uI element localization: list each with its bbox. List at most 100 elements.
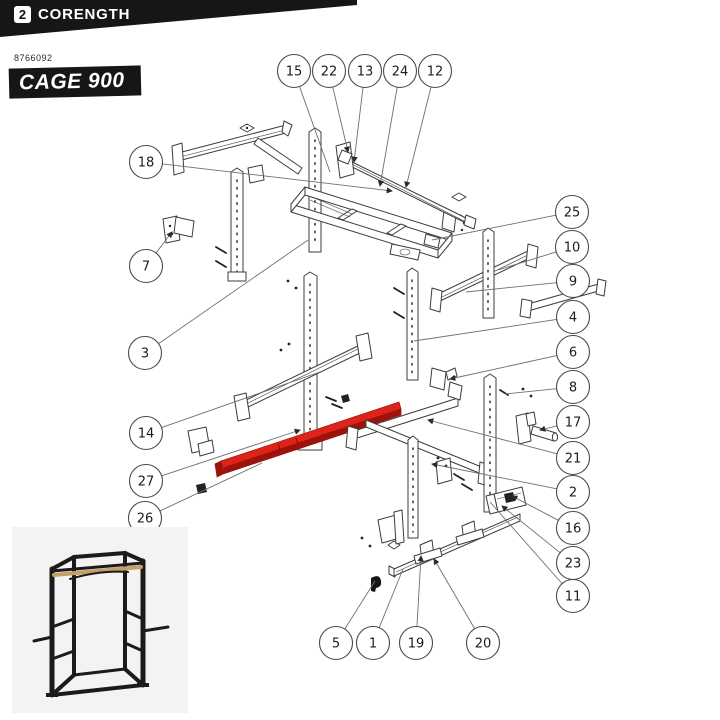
- part-hook: [371, 576, 382, 592]
- leader-line: [431, 214, 556, 241]
- part-barbell-holder-pin: [515, 411, 559, 445]
- leader-line: [158, 239, 309, 344]
- callout-number: 20: [475, 637, 492, 652]
- part-foot-plate: [377, 509, 405, 545]
- callout-number: 17: [565, 416, 582, 431]
- callout-27: 27: [128, 428, 301, 499]
- leader-line: [431, 461, 557, 490]
- callout-circle: [127, 335, 163, 371]
- callout-circle: [128, 463, 164, 499]
- leader-line: [497, 251, 557, 271]
- callout-circle: [276, 53, 312, 89]
- callout-circle: [465, 625, 501, 661]
- leader-line: [332, 86, 350, 153]
- callout-circle: [355, 625, 391, 661]
- callout-number: 2: [569, 486, 577, 501]
- callout-10: 10: [497, 229, 590, 271]
- leader-line: [155, 231, 173, 254]
- callout-1: 1: [355, 568, 404, 661]
- product-code: 8766092: [14, 53, 53, 63]
- callout-circle: [555, 299, 591, 335]
- callout-17: 17: [539, 404, 591, 440]
- callout-circle: [555, 369, 591, 405]
- callout-circle: [554, 229, 590, 265]
- leader-line: [539, 425, 558, 432]
- callout-circle: [417, 53, 453, 89]
- leader-line: [416, 555, 424, 627]
- part-upright-post: [483, 373, 497, 513]
- small-fasteners: [196, 246, 533, 548]
- leader-line: [427, 418, 558, 455]
- part-upright-post: [297, 271, 323, 451]
- part-upright-post: [227, 167, 247, 282]
- callout-2: 2: [431, 461, 591, 510]
- callout-25: 25: [431, 194, 590, 241]
- leader-line: [159, 462, 263, 512]
- callout-24: 24: [377, 53, 418, 187]
- callout-number: 26: [137, 512, 154, 527]
- leader-line: [511, 495, 559, 521]
- callout-21: 21: [427, 418, 591, 476]
- leader-line: [377, 87, 398, 187]
- callout-number: 24: [392, 65, 409, 80]
- callout-circle: [555, 263, 591, 299]
- leader-line: [489, 501, 563, 584]
- callout-circle: [128, 248, 164, 284]
- leader-line: [161, 371, 321, 428]
- callout-circle: [555, 404, 591, 440]
- callout-circle: [555, 474, 591, 510]
- callout-number: 22: [321, 65, 338, 80]
- callout-circle: [555, 440, 591, 476]
- leader-line: [504, 388, 557, 395]
- callout-12: 12: [404, 53, 453, 188]
- callout-6: 6: [449, 334, 591, 381]
- corength-logo-icon: 2: [14, 6, 31, 23]
- callout-number: 23: [565, 557, 582, 572]
- brand-name: CORENGTH: [38, 6, 131, 23]
- callout-23: 23: [501, 505, 591, 581]
- callout-number: 4: [569, 311, 577, 326]
- leader-line: [378, 568, 404, 628]
- callout-number: 21: [565, 452, 582, 467]
- callout-number: 13: [357, 65, 374, 80]
- callout-3: 3: [127, 239, 309, 371]
- callout-19: 19: [398, 555, 434, 661]
- leader-line: [449, 355, 557, 381]
- callout-circle: [347, 53, 383, 89]
- part-upright-post: [482, 227, 495, 319]
- callout-number: 5: [332, 637, 340, 652]
- callout-number: 11: [565, 590, 582, 605]
- product-thumbnail: [12, 527, 188, 713]
- callout-5: 5: [318, 580, 376, 661]
- leader-line: [299, 86, 331, 173]
- callout-number: 18: [138, 156, 155, 171]
- callout-15: 15: [276, 53, 331, 173]
- leader-line: [465, 282, 557, 293]
- callout-22: 22: [311, 53, 350, 153]
- part-cross-beams: [345, 367, 491, 487]
- part-wall-bracket: [162, 215, 195, 244]
- leader-line: [433, 558, 476, 629]
- part-top-frame: [290, 186, 466, 261]
- callout-circle: [318, 625, 354, 661]
- callout-circle: [128, 144, 164, 180]
- callout-circle: [382, 53, 418, 89]
- callout-number: 6: [569, 346, 577, 361]
- callout-number: 19: [408, 637, 425, 652]
- callout-11: 11: [489, 501, 591, 614]
- callout-4: 4: [413, 299, 591, 342]
- callout-circle: [555, 578, 591, 614]
- callout-number: 8: [569, 381, 577, 396]
- callout-20: 20: [433, 558, 501, 661]
- callout-number: 14: [138, 427, 155, 442]
- callout-7: 7: [128, 231, 173, 284]
- callout-number: 15: [286, 65, 303, 80]
- callout-18: 18: [128, 144, 393, 194]
- callout-number: 1: [369, 637, 377, 652]
- callout-number: 16: [565, 522, 582, 537]
- callout-circle: [311, 53, 347, 89]
- leader-line: [344, 580, 376, 630]
- leader-line: [161, 428, 301, 477]
